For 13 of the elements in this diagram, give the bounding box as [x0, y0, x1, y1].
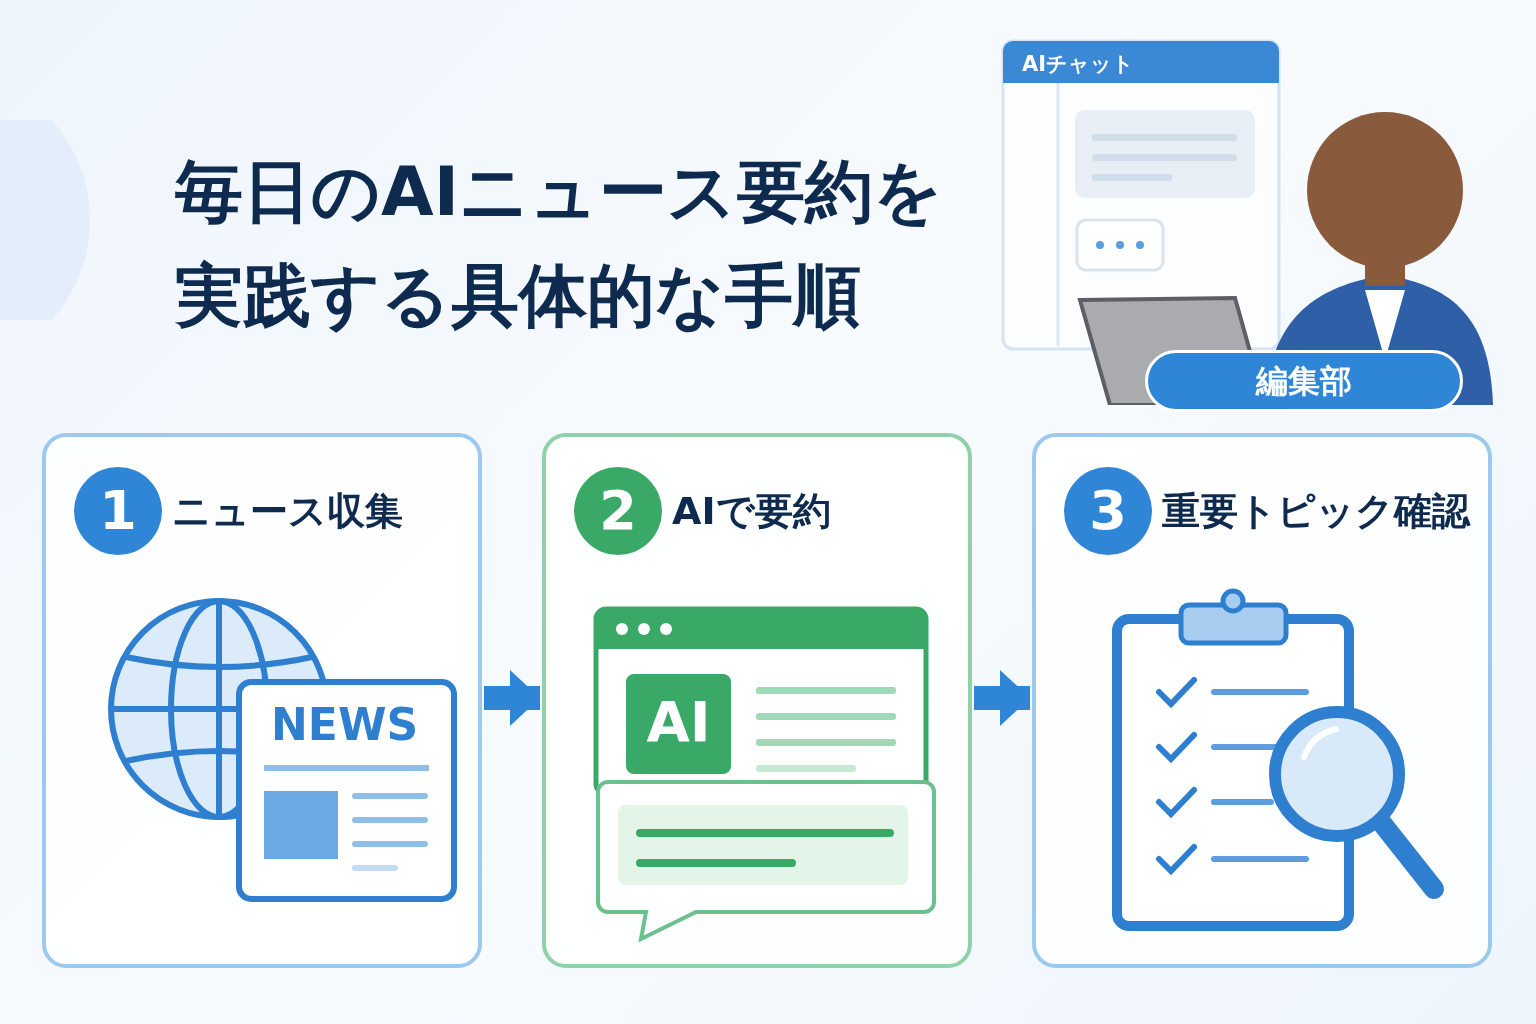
step-number: 2	[574, 467, 662, 555]
arrow	[974, 670, 1030, 726]
step-number: 3	[1064, 467, 1152, 555]
ai-icon-label: AI	[645, 689, 712, 754]
arrow	[484, 670, 540, 726]
name-badge: 編集部	[1145, 350, 1463, 412]
title: 毎日のAIニュース要約を実践する具体的な手順	[175, 151, 944, 337]
step-heading: ニュース収集	[172, 488, 403, 535]
step-number: 1	[74, 467, 162, 555]
newspaper-heading: NEWS	[271, 699, 419, 750]
window-title: AIチャット	[1022, 51, 1135, 78]
step-heading: 重要トピック確認	[1162, 488, 1470, 535]
step-heading: AIで要約	[672, 488, 831, 535]
